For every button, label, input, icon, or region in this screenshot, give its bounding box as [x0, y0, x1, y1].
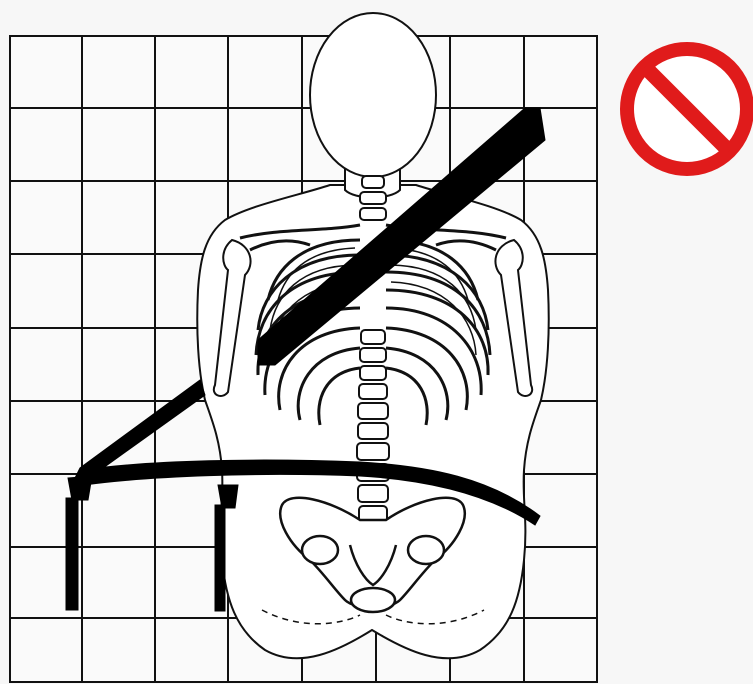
- buckle-left: [68, 476, 92, 500]
- prohibited-icon: [627, 49, 747, 169]
- head: [310, 13, 436, 177]
